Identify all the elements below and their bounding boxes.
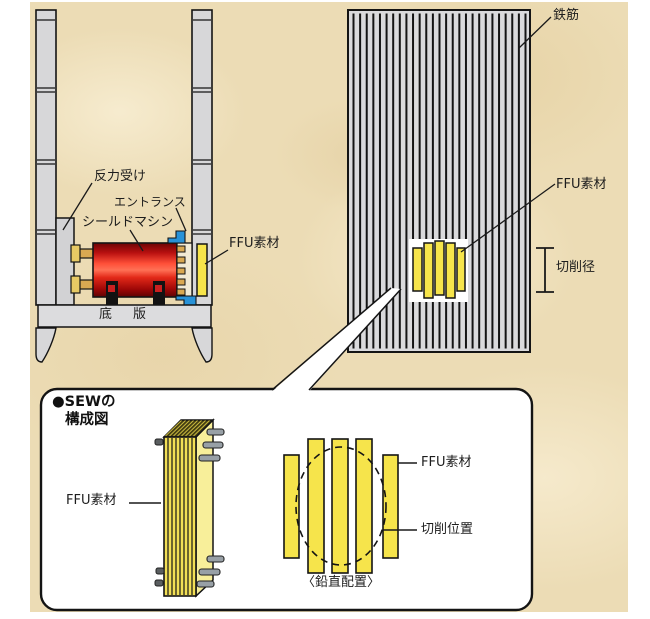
right-wall-leg [191, 327, 213, 363]
cutting-position-circle [295, 446, 387, 566]
stack-bolts [154, 428, 225, 588]
detail-box-title-line2: 構成図 [65, 412, 109, 428]
label-ffu-right-diagram: FFU素材 [556, 177, 607, 192]
ffu-bar-left-diagram [196, 243, 208, 297]
left-wall [35, 9, 57, 306]
wall-joint-lines [37, 19, 211, 235]
label-ffu-left-diagram: FFU素材 [229, 236, 280, 251]
label-reaction-support: 反力受け [94, 169, 147, 184]
cutter-teeth [176, 245, 186, 296]
callout-wedge [272, 288, 401, 392]
machine-supports [106, 281, 165, 305]
bottom-slab [37, 304, 212, 328]
entrance-seal-top [167, 230, 186, 244]
label-vertical-arrangement: 〈鉛直配置〉 [301, 575, 380, 590]
label-cutting-diameter: 切削径 [556, 260, 596, 275]
stack-top-hatch [165, 420, 210, 437]
stack-lamination-lines [167, 438, 193, 595]
detail-box-title-line1: ●SEWの [52, 394, 116, 410]
label-bottom-slab: 底 版 [98, 307, 150, 322]
ffu-bar-cluster [412, 240, 466, 299]
right-section-leaders [460, 16, 556, 253]
sew-detail-box [39, 287, 534, 612]
ffu-stack-3d [154, 418, 225, 598]
shaft-cross-section [35, 9, 229, 363]
detail-box-leaders [383, 462, 417, 531]
label-shield-machine: シールドマシン [82, 215, 174, 230]
label-cutting-position: 切削位置 [421, 522, 474, 537]
vertical-arrangement-bars [283, 438, 399, 574]
left-section-leaders [62, 182, 229, 265]
cutting-diameter-dimension [536, 247, 554, 293]
left-wall-leg [35, 327, 57, 363]
label-entrance: エントランス [114, 195, 186, 209]
label-rebar: 鉄筋 [553, 8, 580, 23]
label-ffu-vertical: FFU素材 [421, 455, 472, 470]
label-ffu-stack: FFU素材 [66, 493, 117, 508]
